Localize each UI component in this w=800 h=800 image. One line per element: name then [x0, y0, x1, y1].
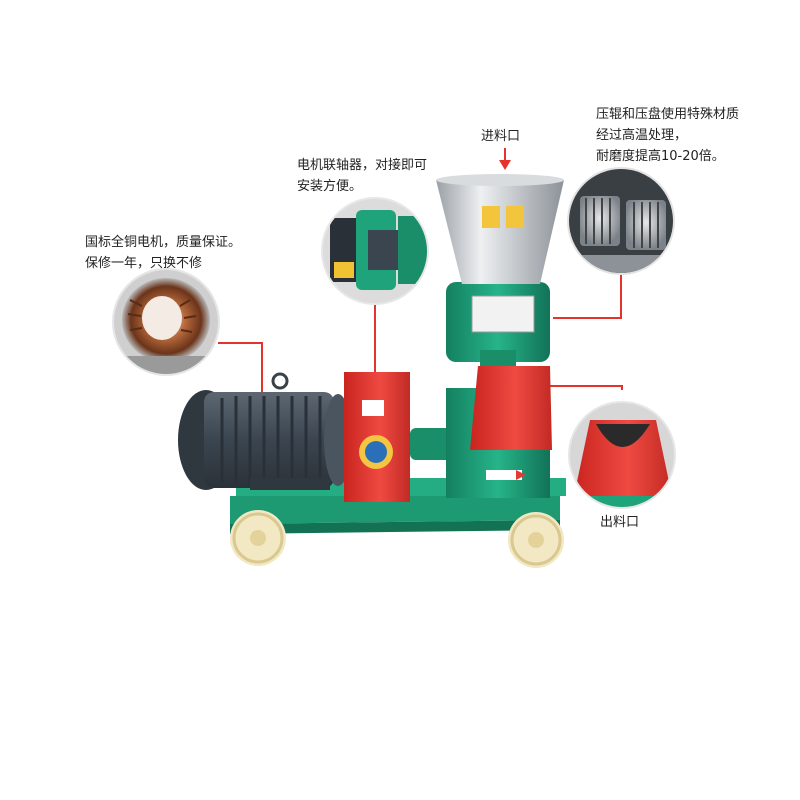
motor-callout-text: 国标全铜电机，质量保证。 保修一年，只换不修	[85, 232, 241, 274]
coupling-callout-text: 电机联轴器，对接即可 安装方便。	[297, 155, 427, 197]
rollers-callout-line3: 耐磨度提高10-20倍。	[596, 149, 725, 164]
wheel-left	[230, 510, 286, 566]
wheel-right	[508, 512, 564, 568]
rollers-callout-line	[553, 273, 622, 319]
motor-detail-circle	[112, 268, 220, 376]
drive-shaft-housing	[410, 428, 452, 460]
coupling-callout-line2: 安装方便。	[297, 179, 363, 194]
rollers-callout-text: 压辊和压盘使用特殊材质 经过高温处理， 耐磨度提高10-20倍。	[596, 104, 739, 167]
die-chamber	[446, 282, 550, 366]
outlet-label: 出料口	[600, 515, 640, 530]
electric-motor	[178, 372, 352, 490]
coupling-callout-line1: 电机联轴器，对接即可	[297, 158, 428, 173]
motor-callout-line1: 国标全铜电机，质量保证。	[85, 235, 242, 250]
motor-callout-line	[218, 342, 263, 395]
coupling-detail-circle	[321, 197, 429, 305]
inlet-arrow	[499, 148, 511, 170]
wheels	[230, 510, 564, 568]
outlet-callout-line	[540, 385, 623, 390]
rollers-detail-circle	[567, 167, 675, 275]
callout-lines	[218, 273, 623, 395]
rollers-callout-line2: 经过高温处理，	[596, 128, 688, 143]
outlet-detail-circle	[568, 401, 676, 509]
feed-hopper	[436, 174, 564, 284]
rollers-callout-line1: 压辊和压盘使用特殊材质	[596, 107, 740, 122]
inlet-label: 进料口	[481, 129, 521, 144]
motor-callout-line2: 保修一年，只换不修	[85, 256, 203, 271]
coupling-guard	[344, 372, 410, 502]
pellet-mill-body	[446, 366, 552, 498]
